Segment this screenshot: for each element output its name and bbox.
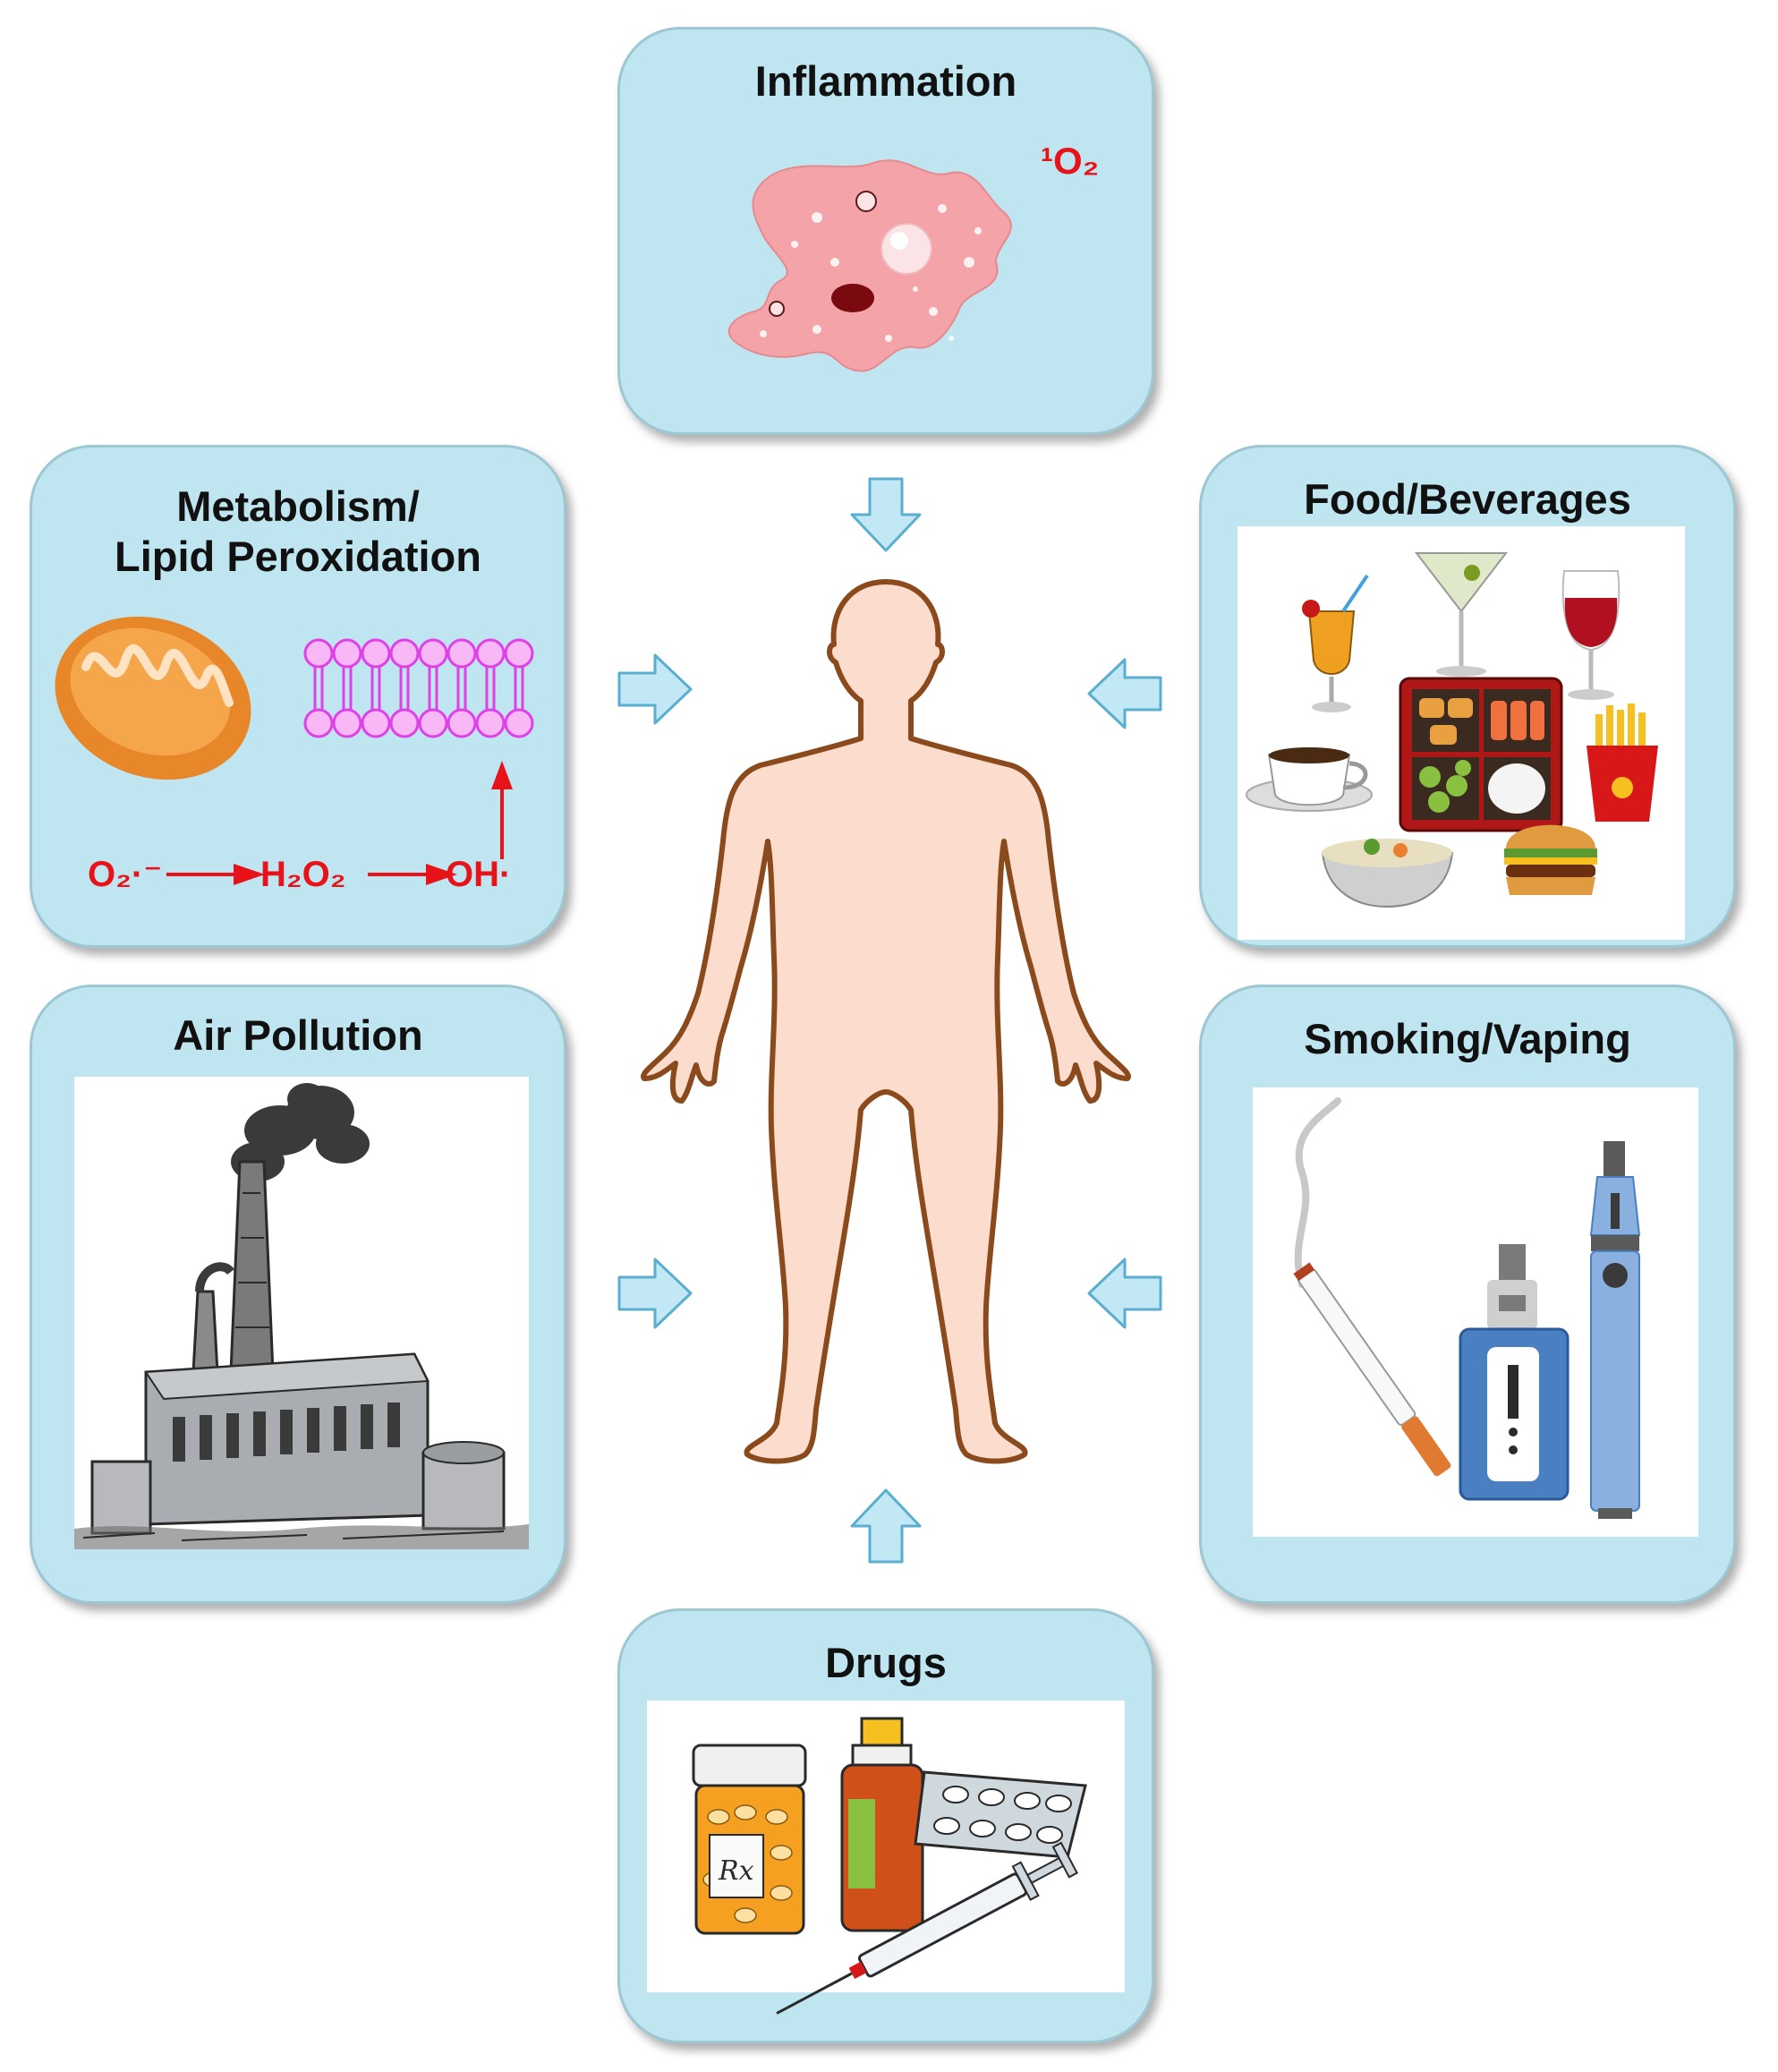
- smoking-image-inset: [1253, 1087, 1698, 1537]
- panel-title: Air Pollution: [173, 1011, 423, 1059]
- singlet-oxygen-label: ¹O₂: [1041, 140, 1100, 182]
- arrow-up-icon: [850, 1488, 922, 1564]
- food-beverages-illustration: [1246, 552, 1658, 908]
- peroxide-label: H₂O₂: [260, 855, 346, 894]
- rx-label: Rx: [718, 1855, 754, 1887]
- superoxide-label: O₂·⁻: [88, 855, 163, 894]
- panel-title-line2: Lipid Peroxidation: [115, 533, 481, 580]
- right-arrow-icon: [368, 864, 457, 885]
- hydroxyl-label: OH·: [446, 855, 512, 894]
- human-body-figure: [641, 579, 1131, 1464]
- factory-image-inset: [74, 1077, 529, 1549]
- panel-inflammation: Inflammation ¹O₂: [617, 27, 1154, 435]
- arrow-right-icon: [617, 1258, 693, 1329]
- panel-title: Drugs: [825, 1639, 947, 1686]
- panel-smoking-vaping: Smoking/Vaping: [1199, 985, 1736, 1604]
- drugs-illustration: Rx: [692, 1717, 1087, 2015]
- drugs-image-inset: Rx: [647, 1701, 1125, 2015]
- panel-air-pollution: Air Pollution: [30, 985, 566, 1604]
- arrow-right-icon: [617, 653, 693, 725]
- mitochondrion-icon: [55, 616, 251, 780]
- up-arrow-icon: [491, 761, 513, 859]
- right-arrow-icon: [166, 864, 265, 885]
- panel-drugs: Drugs Rx: [617, 1608, 1154, 2043]
- panel-food: Food/Beverages: [1199, 445, 1736, 948]
- panel-metabolism: Metabolism/ Lipid Peroxidation O₂·⁻: [30, 445, 566, 948]
- arrow-left-icon: [1087, 658, 1162, 729]
- food-image-inset: [1238, 526, 1685, 940]
- smoking-vaping-illustration: [1293, 1097, 1641, 1519]
- factory-illustration: [74, 1083, 529, 1549]
- panel-title: Inflammation: [754, 57, 1017, 105]
- arrow-left-icon: [1087, 1258, 1162, 1329]
- panel-title-line1: Metabolism/: [176, 482, 420, 530]
- panel-title: Food/Beverages: [1304, 475, 1631, 523]
- arrow-down-icon: [850, 477, 922, 552]
- lipid-bilayer-icon: [303, 638, 534, 738]
- panel-title: Smoking/Vaping: [1304, 1015, 1631, 1062]
- macrophage-illustration: [727, 159, 1012, 372]
